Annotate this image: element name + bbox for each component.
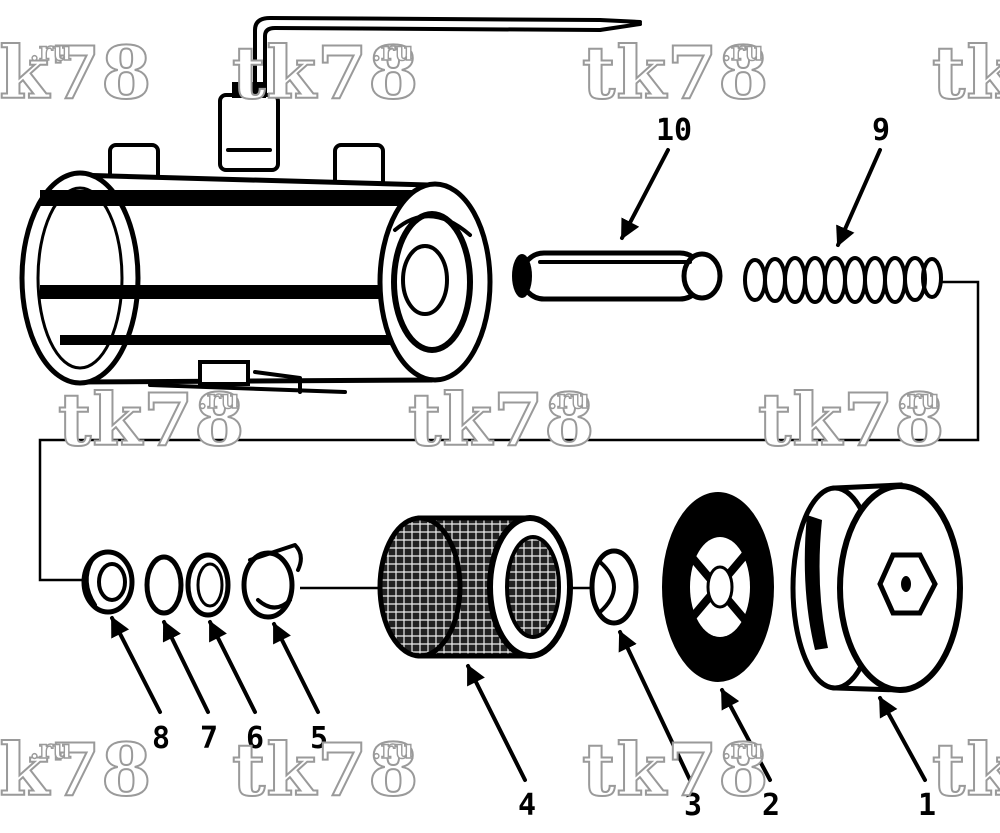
watermark-suffix: .ru — [722, 735, 764, 765]
watermark-suffix: .ru — [372, 735, 414, 765]
gasket-part-2 — [662, 492, 774, 682]
leader-arrows — [110, 148, 927, 782]
callout-7: 7 — [200, 721, 218, 756]
arrow-5 — [272, 622, 320, 714]
watermarks: tk78 .ru tk78 .ru tk78 .ru tk78 tk78 .ru… — [0, 29, 1000, 813]
arrow-9 — [836, 148, 882, 247]
watermark-suffix: .ru — [722, 37, 764, 67]
spring-part-9 — [743, 256, 943, 304]
callout-2: 2 — [762, 788, 780, 823]
callout-8: 8 — [152, 721, 170, 756]
pump-body — [19, 16, 642, 394]
watermark-text: tk78 — [0, 727, 152, 812]
arrow-6 — [208, 620, 257, 714]
watermark-suffix: .ru — [30, 37, 72, 67]
callout-3: 3 — [684, 788, 702, 823]
callout-9: 9 — [872, 113, 890, 148]
watermark-text: tk78 — [408, 377, 595, 462]
arrow-10 — [620, 148, 670, 240]
callout-6: 6 — [246, 721, 264, 756]
watermark-text: tk78 — [582, 727, 769, 812]
watermark-text: tk78 — [582, 30, 769, 115]
arrow-8 — [110, 616, 162, 714]
watermark-text: tk78 — [932, 727, 1000, 812]
arrow-3 — [618, 630, 692, 782]
disc-part-3 — [589, 548, 639, 626]
cover-part-1 — [790, 482, 963, 693]
watermark-text: tk78 — [232, 727, 419, 812]
valve-part-5 — [241, 543, 303, 620]
watermark-text: tk78 — [758, 377, 945, 462]
watermark-suffix: .ru — [372, 37, 414, 67]
arrow-7 — [162, 620, 210, 714]
plunger-part-10 — [512, 250, 723, 302]
callout-4: 4 — [518, 788, 536, 823]
callout-1: 1 — [918, 788, 936, 823]
arrow-4 — [466, 664, 527, 782]
watermark-text: tk78 — [932, 30, 1000, 115]
callout-5: 5 — [310, 721, 328, 756]
assembly-guide-line — [38, 280, 980, 582]
filter-part-4 — [377, 515, 573, 659]
watermark-text: tk78 — [232, 30, 419, 115]
arrow-2 — [720, 688, 772, 782]
watermark-text: tk78 — [58, 377, 245, 462]
callout-10: 10 — [656, 113, 692, 148]
arrow-1 — [878, 696, 927, 782]
callout-numbers: 10 9 8 7 6 5 4 3 2 1 — [152, 113, 936, 823]
watermark-suffix: .ru — [548, 385, 590, 415]
o-ring-part-7 — [144, 554, 184, 616]
watermark-suffix: .ru — [198, 385, 240, 415]
watermark-suffix: .ru — [30, 735, 72, 765]
watermark-suffix: .ru — [898, 385, 940, 415]
watermark-text: tk78 — [0, 30, 152, 115]
washer-part-6 — [185, 552, 231, 618]
cap-part-8 — [81, 549, 135, 615]
